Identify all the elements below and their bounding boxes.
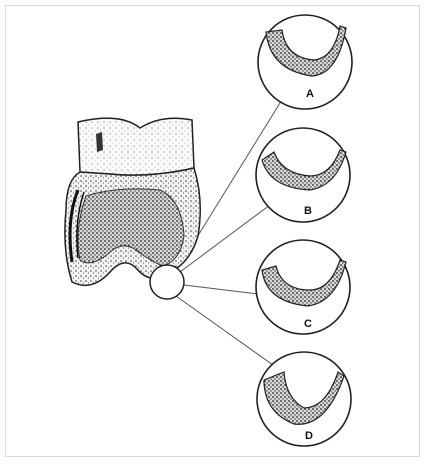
- detail-a-label: A: [300, 88, 320, 100]
- detail-c-label: C: [298, 318, 318, 330]
- crown-band: [78, 118, 194, 175]
- tooth-illustration: [65, 118, 200, 299]
- crown-mark: [96, 132, 103, 152]
- connector-line-c: [184, 285, 266, 295]
- detail-b-label: B: [298, 205, 318, 217]
- magnified-region-circle: [150, 265, 184, 299]
- detail-d-label: D: [299, 430, 319, 442]
